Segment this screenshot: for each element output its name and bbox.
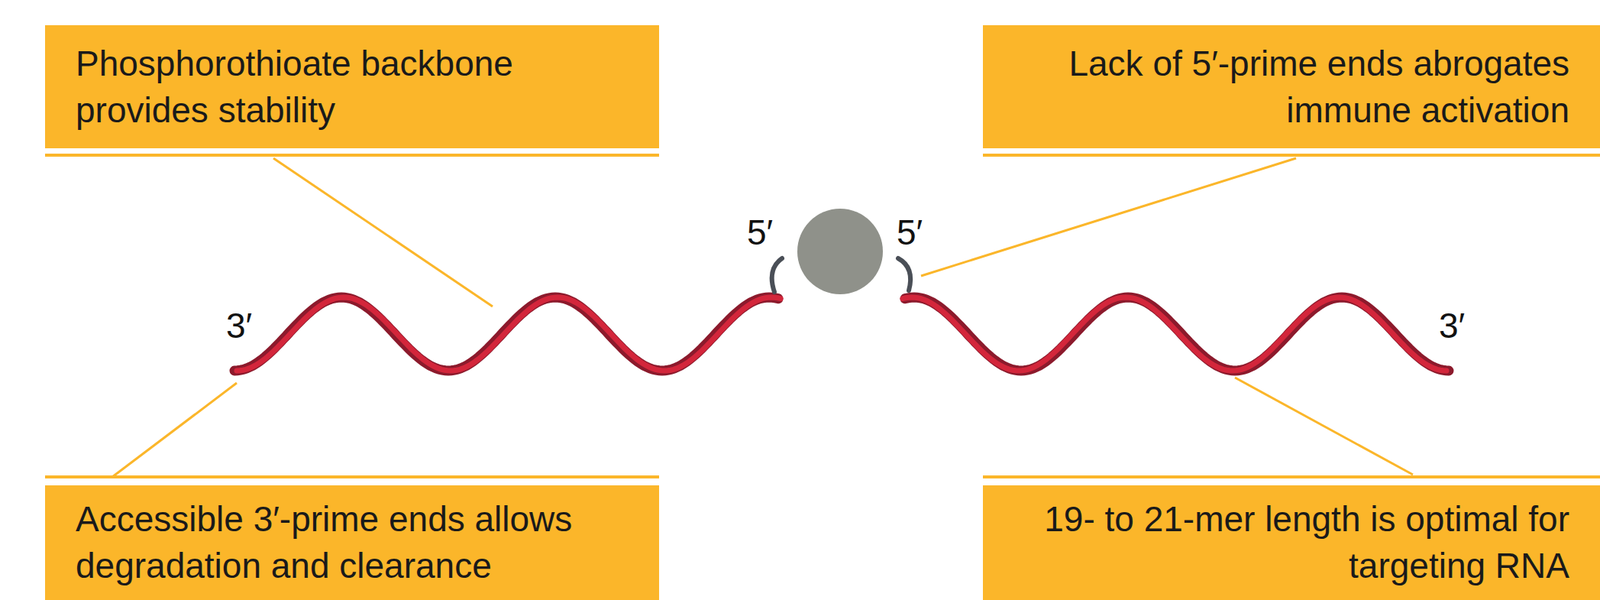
callout-box: 19- to 21-mer length is optimal for targ… (982, 484, 1600, 600)
callout-box: Lack of 5′-prime ends abrogates immune a… (982, 25, 1600, 149)
leader-line (921, 158, 1297, 276)
linker-sphere (797, 208, 883, 295)
callout-box: Accessible 3′-prime ends allows degradat… (45, 484, 660, 600)
helix-strand-highlight (902, 297, 1447, 371)
strand-end-label: 3′ (226, 307, 253, 343)
leader-line (1234, 377, 1413, 475)
leader-line (112, 382, 237, 477)
callout-text: Phosphorothioate backbone provides stabi… (75, 40, 629, 133)
callout-text: 19- to 21-mer length is optimal for targ… (1013, 495, 1570, 589)
helix-strand-highlight (236, 297, 781, 371)
bracket (772, 258, 783, 292)
callout-text: Lack of 5′-prime ends abrogates immune a… (1013, 40, 1570, 133)
rule-lines (45, 155, 1600, 477)
leader-line (273, 158, 493, 307)
callout-text: Accessible 3′-prime ends allows degradat… (75, 495, 629, 589)
rule-line (982, 475, 1600, 479)
rule-line (982, 153, 1600, 157)
rule-line (45, 475, 660, 479)
strand-end-label: 5′ (746, 214, 773, 250)
callout-box: Phosphorothioate backbone provides stabi… (45, 25, 660, 149)
leader-lines (112, 158, 1413, 477)
rule-line (45, 153, 660, 157)
bracket (898, 258, 911, 291)
strand-end-label: 5′ (896, 214, 923, 250)
strand-end-label: 3′ (1438, 307, 1465, 343)
